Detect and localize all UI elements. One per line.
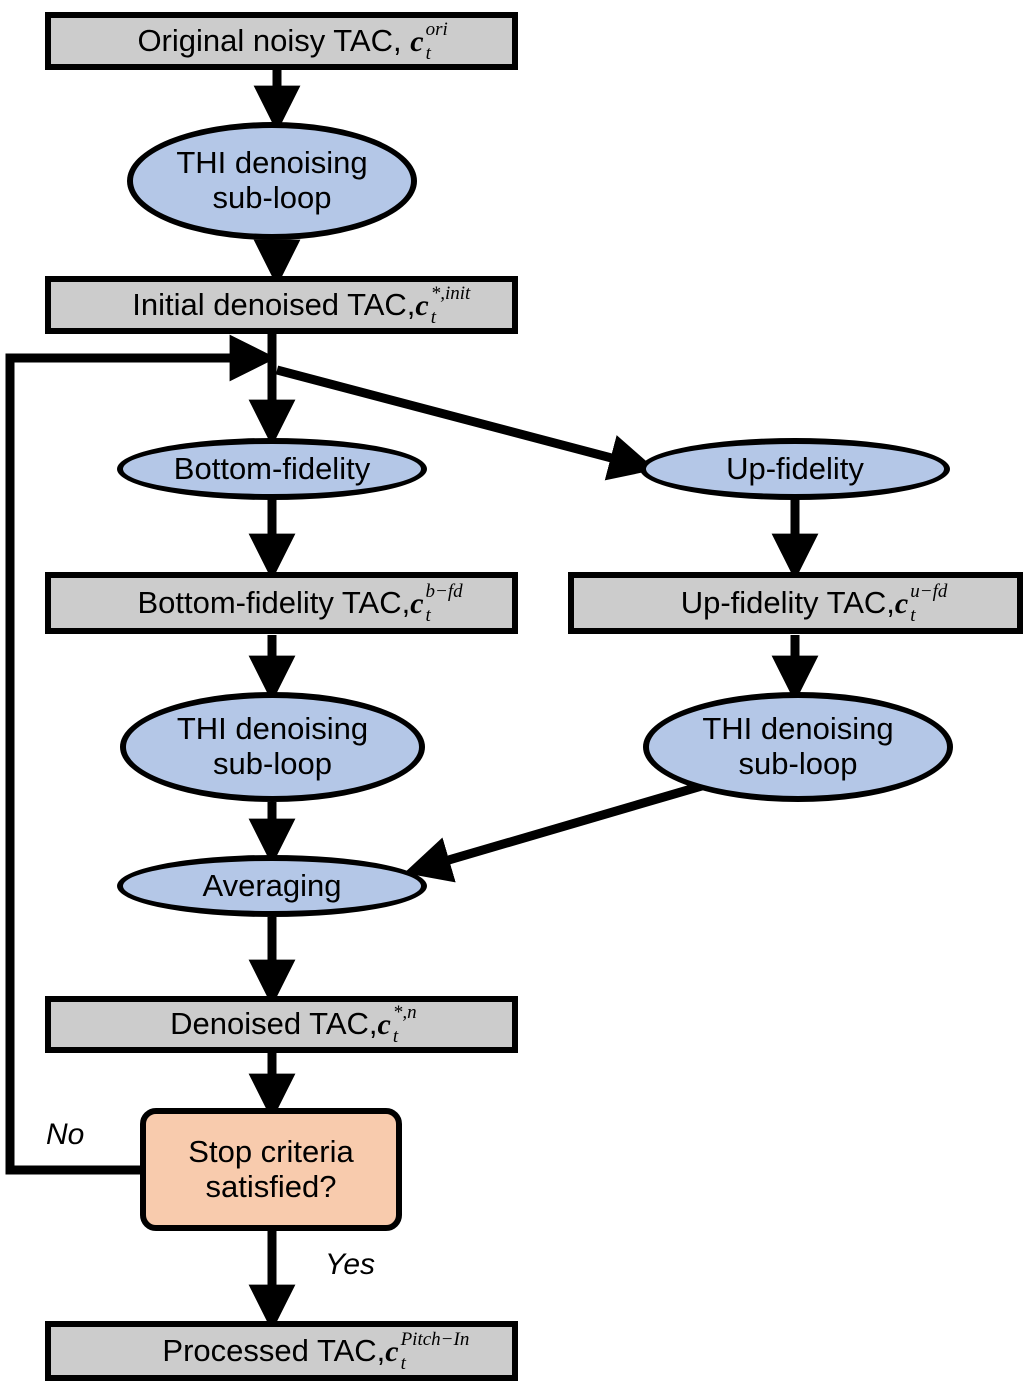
node-stop-criteria-decision[interactable]: Stop criteria satisfied? [140,1108,402,1231]
node-thi-left-line1: THI denoising [176,711,369,747]
edge-label-no: No [46,1118,85,1151]
node-thi-denoising-sub-loop-top[interactable]: THI denoising sub-loop [127,122,417,240]
node-up-fidelity-label: Up-fidelity [726,450,864,486]
node-thi-right-line1: THI denoising [702,711,894,747]
node-averaging-label: Averaging [202,867,342,903]
node-stop-criteria-line1: Stop criteria [188,1133,354,1169]
node-thi-denoising-sub-loop-left[interactable]: THI denoising sub-loop [120,692,425,802]
node-thi-top-line2: sub-loop [212,180,332,215]
node-bottom-fidelity[interactable]: Bottom-fidelity [117,438,427,500]
node-averaging[interactable]: Averaging [117,855,427,917]
node-up-fidelity[interactable]: Up-fidelity [640,438,950,500]
edge-thiright-to-averaging [404,780,707,883]
edge-feedback-loop-no [5,334,277,1175]
node-stop-criteria-line2: satisfied? [205,1168,337,1204]
node-thi-denoising-sub-loop-right[interactable]: THI denoising sub-loop [643,692,953,802]
edge-junction-to-upfidelity [275,365,656,481]
node-thi-top-line1: THI denoising [176,145,368,181]
node-thi-left-line2: sub-loop [213,746,332,781]
node-bottom-fidelity-label: Bottom-fidelity [173,450,371,486]
node-thi-right-line2: sub-loop [738,746,858,781]
edge-label-yes: Yes [325,1248,376,1281]
